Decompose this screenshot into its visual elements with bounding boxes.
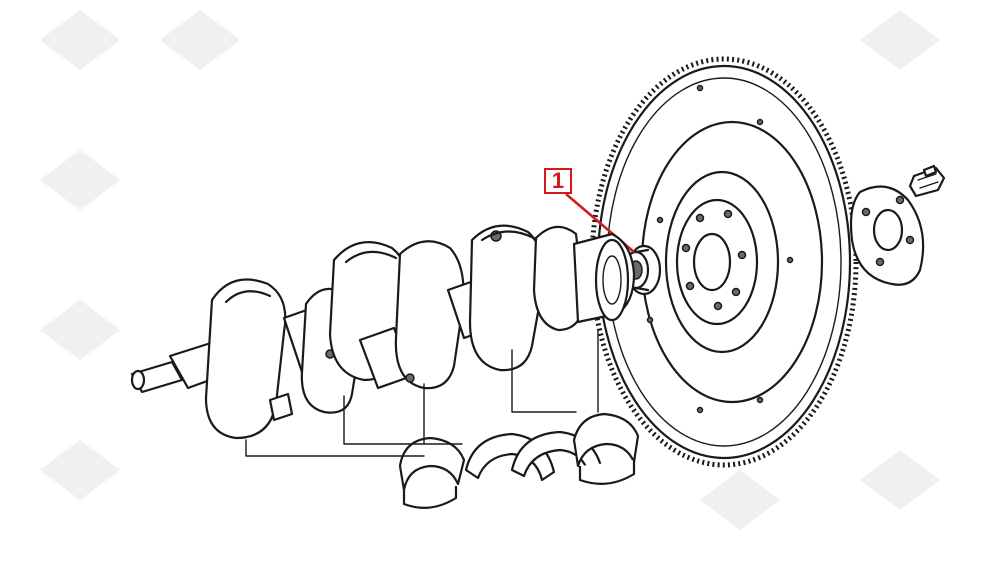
callout-label-1[interactable]: 1 xyxy=(544,168,572,194)
callout-number: 1 xyxy=(551,168,565,193)
watermark-pattern xyxy=(40,10,940,530)
flywheel-spacer-plate xyxy=(849,185,925,286)
flywheel-bolt xyxy=(908,164,946,198)
reference-lines xyxy=(245,329,599,457)
main-bearing-shells xyxy=(398,412,640,509)
crankshaft xyxy=(130,224,636,440)
